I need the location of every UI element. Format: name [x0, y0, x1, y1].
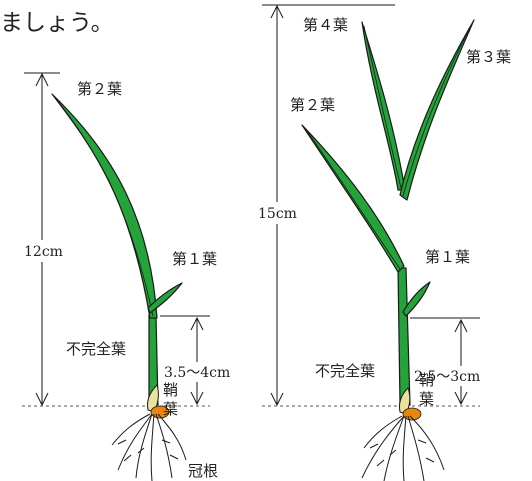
left-crown-root-label: 冠根 [188, 462, 218, 480]
right-leaf-2-label: 第２葉 [290, 96, 335, 114]
left-coleoptile-label-2: 葉 [163, 400, 178, 418]
header-fragment: ましょう。 [0, 10, 114, 36]
right-lower-arrow-up [454, 318, 468, 333]
left-coleoptile-label-1: 鞘 [163, 381, 178, 399]
right-stem [397, 267, 411, 406]
left-total-arrow-down [35, 392, 49, 407]
right-coleoptile-label-1: 鞘 [419, 371, 434, 389]
right-total-arrow-up [270, 4, 284, 19]
right-total-arrow-down [270, 392, 284, 407]
right-seed [402, 407, 422, 421]
left-leaf-2-label: 第２葉 [77, 80, 122, 98]
right-leaf-3-label: 第３葉 [466, 48, 511, 66]
right-leaf-4-label: 第４葉 [303, 16, 348, 34]
right-plant: 15cm 2.5～3cm [255, 4, 511, 481]
right-total-height-label: 15cm [258, 206, 297, 222]
left-leaf-1-label: 第１葉 [172, 250, 217, 268]
right-leaf-1 [402, 281, 431, 317]
right-incomplete-leaf-label: 不完全葉 [315, 362, 375, 380]
left-total-arrow-up [35, 72, 49, 87]
left-seed [150, 405, 170, 419]
left-lower-arrow-down [190, 391, 204, 406]
right-coleoptile-label-2: 葉 [419, 390, 434, 408]
left-leaf-1 [147, 282, 183, 314]
right-leaf-3 [399, 19, 475, 201]
left-lower-height-label: 3.5～4cm [164, 365, 230, 381]
right-lower-arrow-down [454, 391, 468, 406]
left-plant: 12cm 3.5～4cm 第２葉 第１葉 不完全葉 鞘 [22, 72, 234, 481]
right-roots [361, 415, 445, 481]
left-incomplete-leaf-label: 不完全葉 [66, 340, 126, 358]
left-roots [111, 413, 187, 481]
left-leaf-2 [51, 93, 158, 319]
right-lower-height-label: 2.5～3cm [414, 369, 480, 385]
left-lower-arrow-up [190, 316, 204, 331]
left-total-height-label: 12cm [24, 244, 63, 260]
right-leaf-1-label: 第１葉 [425, 248, 470, 266]
